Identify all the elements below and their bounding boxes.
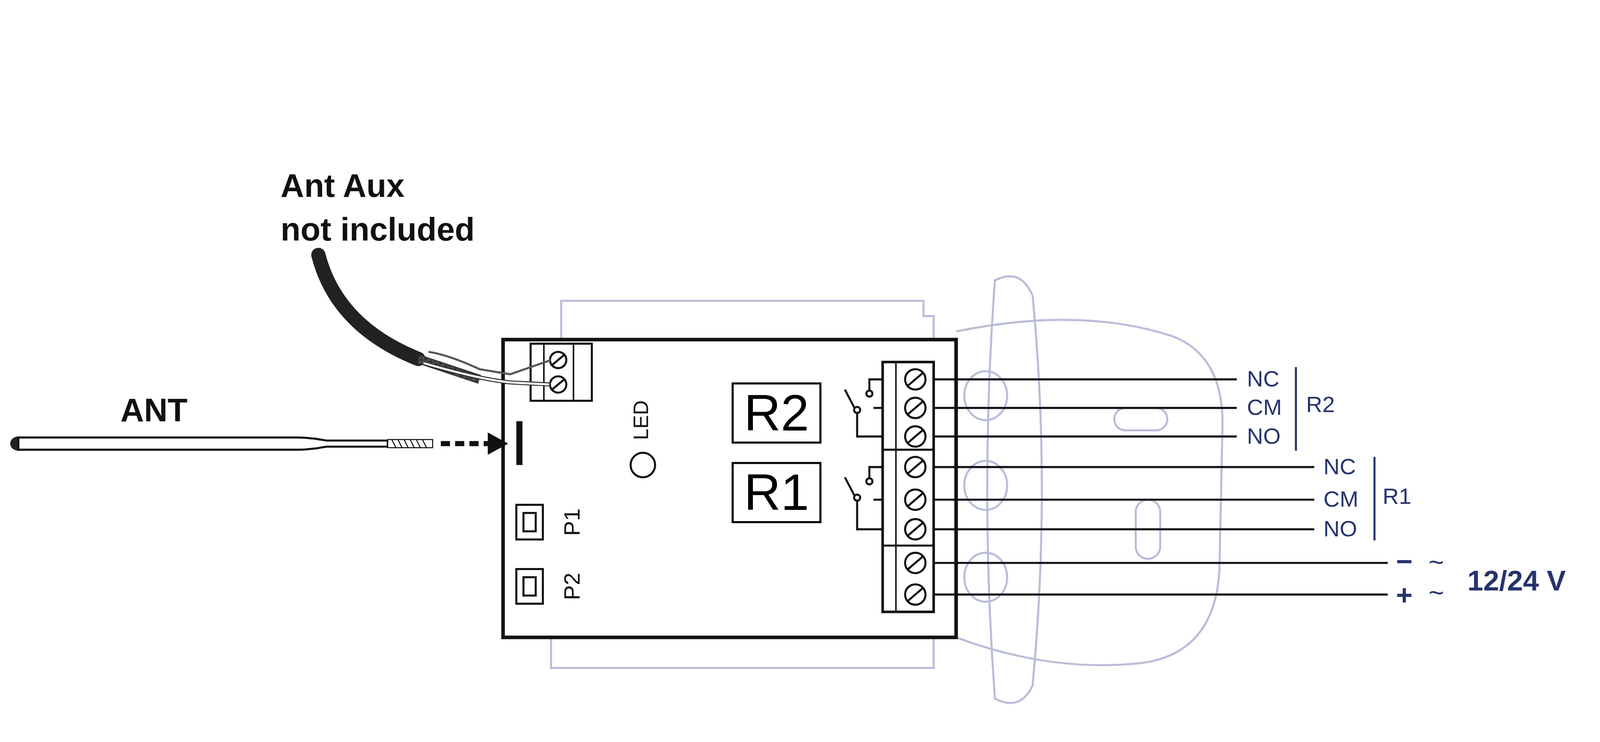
whip-antenna — [10, 421, 523, 466]
relay-label: R1 — [744, 467, 810, 519]
polarity-sign: + — [1395, 581, 1413, 611]
circuit-board — [502, 339, 957, 638]
led-label: LED — [630, 400, 651, 441]
antenna-label: ANT — [120, 393, 188, 427]
note: not included — [280, 213, 475, 246]
terminal-screw — [905, 457, 926, 478]
terminal-name: NC — [1247, 368, 1280, 391]
output-wires — [933, 379, 1388, 595]
screw-slot — [908, 373, 923, 386]
relay-contacts — [844, 379, 883, 530]
terminal-screw — [905, 426, 926, 447]
terminal-name: NO — [1247, 425, 1281, 449]
relay-name: R2 — [1305, 393, 1335, 417]
screw-slot — [908, 588, 923, 602]
terminal-screw — [905, 369, 926, 390]
ac-sign: ~ — [1428, 549, 1445, 576]
button-label: P1 — [561, 508, 584, 536]
ac-sign: ~ — [1428, 579, 1445, 607]
terminal-screw — [905, 519, 926, 540]
terminal-screw — [905, 489, 926, 511]
terminal-name: NC — [1323, 456, 1357, 479]
screw-slot — [908, 493, 923, 507]
screw-slot — [908, 401, 923, 415]
screw-slot — [908, 557, 923, 570]
terminal-block — [882, 362, 934, 613]
terminal-screw — [905, 553, 926, 574]
screw-slot — [908, 430, 923, 444]
screw-slot — [908, 523, 923, 536]
polarity-sign: − — [1395, 547, 1413, 577]
relay-box: R2 — [731, 382, 822, 445]
screw-slot — [908, 461, 923, 474]
note: Ant Aux — [280, 169, 405, 202]
terminal-name: CM — [1323, 488, 1359, 512]
terminal-screw — [905, 584, 926, 606]
led — [630, 453, 656, 478]
button-label: P2 — [561, 573, 584, 601]
supply-voltage: 12/24 V — [1467, 567, 1566, 596]
group-brackets — [1295, 367, 1375, 541]
relay-box: R1 — [731, 462, 822, 524]
terminal-name: NO — [1323, 518, 1358, 541]
push-buttons — [516, 504, 543, 605]
aux-antenna-terminal — [530, 343, 593, 401]
relay-label: R2 — [744, 387, 810, 439]
terminal-screw — [905, 397, 926, 419]
coax-cable — [318, 255, 552, 385]
terminal-name: CM — [1247, 397, 1282, 420]
relay-name: R1 — [1382, 485, 1412, 509]
